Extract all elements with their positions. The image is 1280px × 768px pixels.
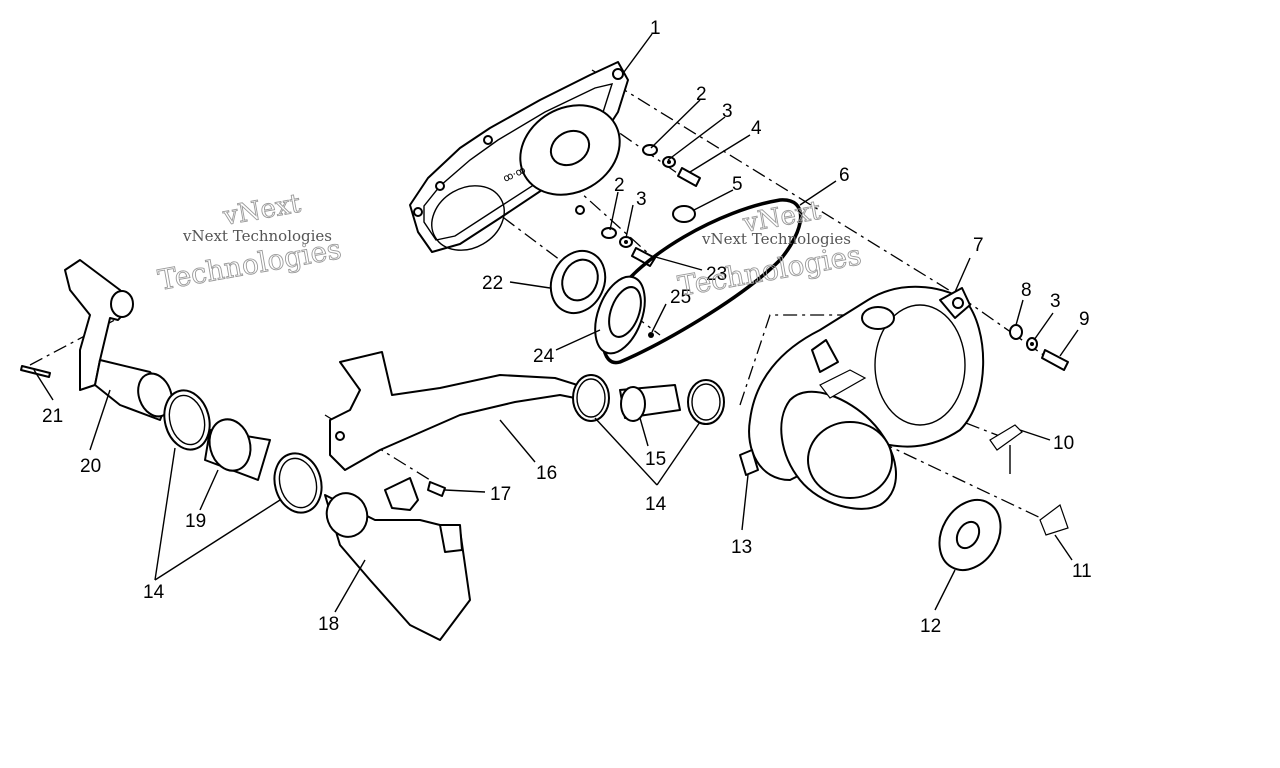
label-16: 16 — [536, 463, 557, 484]
label-23: 23 — [706, 264, 727, 285]
intake-duct — [329, 351, 601, 511]
leader-lines — [33, 33, 1079, 613]
lower-housing — [324, 492, 471, 641]
label-22: 22 — [482, 273, 503, 294]
label-25: 25 — [670, 287, 691, 308]
label-13: 13 — [731, 537, 752, 558]
label-17: 17 — [490, 484, 511, 505]
label-4: 4 — [751, 118, 762, 139]
gasket-ring — [938, 499, 1002, 571]
bearing-ring — [594, 275, 654, 355]
label-9: 9 — [1079, 309, 1090, 330]
label-3c: 3 — [1050, 291, 1061, 312]
label-7: 7 — [973, 235, 984, 256]
clamps-center — [572, 374, 725, 425]
label-6: 6 — [839, 165, 850, 186]
label-12: 12 — [920, 616, 941, 637]
outer-clutch-cover — [739, 285, 985, 510]
label-19: 19 — [185, 511, 206, 532]
fasteners-upper — [601, 144, 701, 267]
label-5: 5 — [732, 174, 743, 195]
label-3b: 3 — [636, 189, 647, 210]
watermark-small-right: vNext Technologies — [701, 230, 851, 248]
clamps-left — [163, 389, 323, 514]
label-11: 11 — [1072, 561, 1092, 582]
label-3: 3 — [722, 101, 733, 122]
drive-belt — [601, 198, 803, 365]
inner-cover-plate: ꝏ·ꝏ — [409, 61, 629, 253]
elbow-tube — [64, 259, 173, 421]
label-14-center: 14 — [645, 494, 667, 515]
watermark-small-left: vNext Technologies — [182, 227, 332, 245]
part-labels: 1 2 3 4 5 6 2 3 7 8 3 9 22 23 25 24 21 2… — [42, 18, 1092, 637]
label-24: 24 — [533, 346, 555, 367]
seal — [549, 249, 607, 315]
bolt-17 — [427, 481, 446, 497]
label-21: 21 — [42, 406, 63, 427]
label-2b: 2 — [614, 175, 625, 196]
watermark-big-left-1: vNext — [220, 189, 303, 232]
label-15: 15 — [645, 449, 666, 470]
label-1: 1 — [650, 18, 661, 39]
label-20: 20 — [80, 456, 101, 477]
label-8: 8 — [1021, 280, 1032, 301]
decal-10 — [989, 424, 1023, 451]
label-14-left: 14 — [143, 582, 165, 603]
fasteners-right — [1009, 324, 1069, 371]
decal-11 — [1039, 504, 1069, 536]
label-2: 2 — [696, 84, 707, 105]
label-10: 10 — [1053, 433, 1074, 454]
label-18: 18 — [318, 614, 339, 635]
